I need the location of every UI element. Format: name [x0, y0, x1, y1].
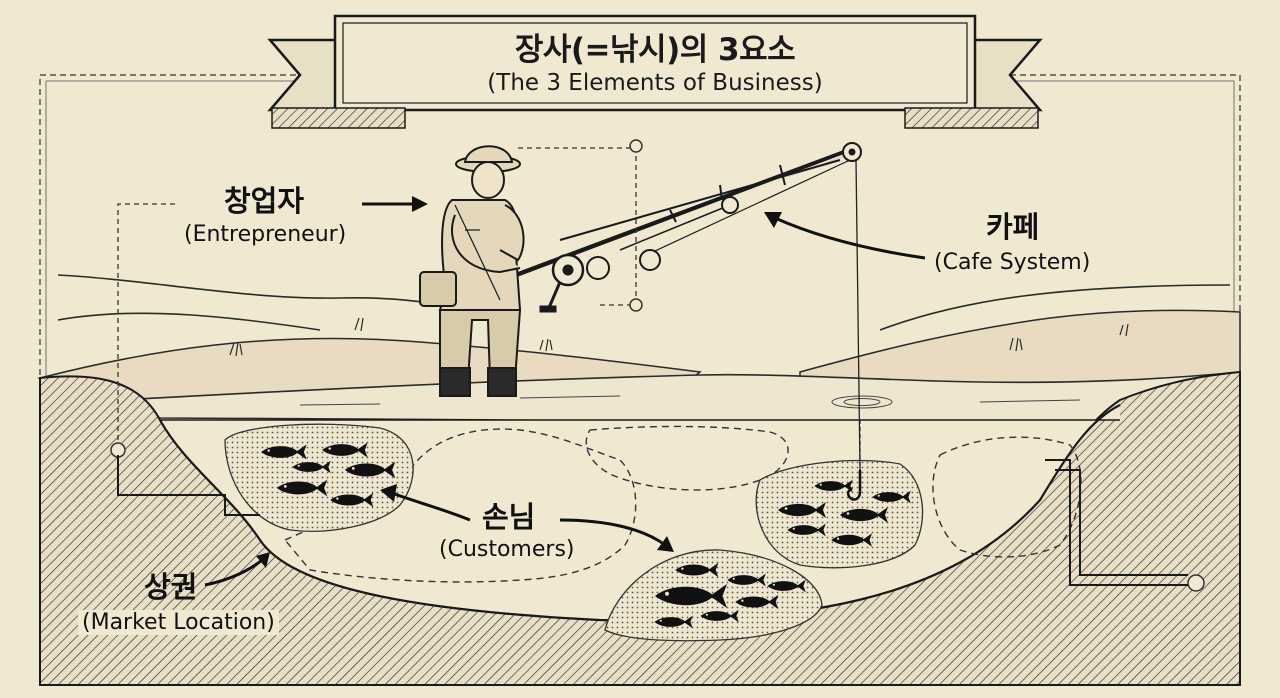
page-title: 장사(=낚시)의 3요소 — [340, 24, 970, 69]
page-subtitle: (The 3 Elements of Business) — [340, 70, 970, 96]
label-cafe-ko: 카페 — [982, 212, 1043, 244]
label-cafe-en: (Cafe System) — [930, 250, 1094, 275]
customer-school-right — [756, 461, 922, 568]
label-market-en: (Market Location) — [78, 610, 279, 635]
label-market-ko: 상권 — [140, 572, 201, 604]
label-customers-en: (Customers) — [435, 537, 579, 562]
label-customers-ko: 손님 — [478, 502, 539, 534]
label-entrepreneur-ko: 창업자 — [220, 186, 308, 218]
label-entrepreneur-en: (Entrepreneur) — [180, 222, 350, 247]
